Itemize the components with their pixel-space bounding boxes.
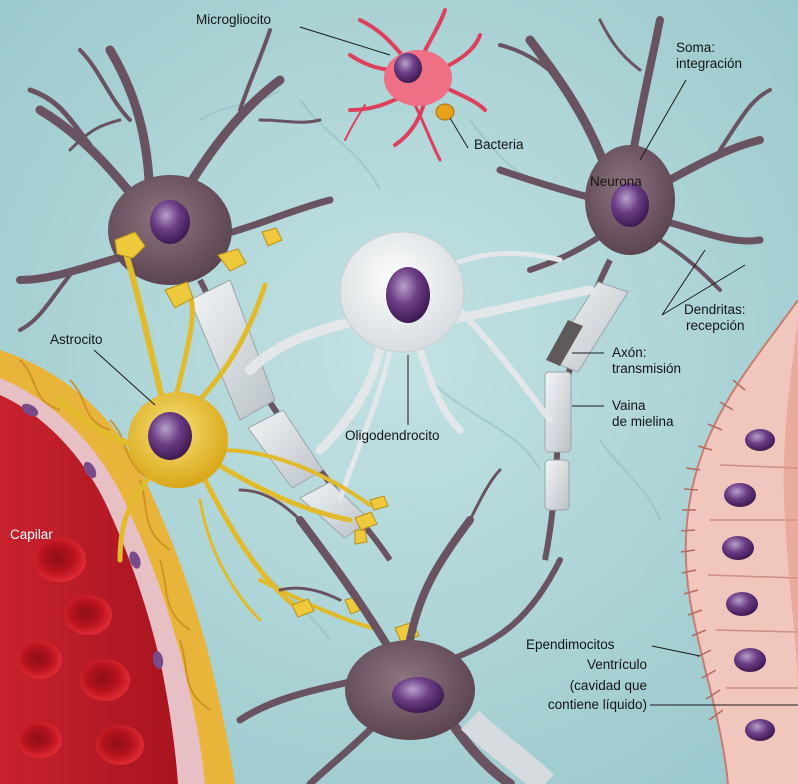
label-bacteria: Bacteria bbox=[474, 137, 524, 153]
bacteria bbox=[436, 104, 454, 120]
red-blood-cell bbox=[64, 595, 112, 635]
oligodendrocyte-nucleus bbox=[386, 267, 430, 323]
red-blood-cell bbox=[18, 722, 62, 758]
label-sheath-line2: de mielina bbox=[612, 414, 674, 430]
label-ventricle-line1: Ventrículo bbox=[560, 657, 647, 673]
label-dendrites-line1: Dendritas: bbox=[684, 302, 746, 318]
red-blood-cell bbox=[96, 725, 144, 765]
red-blood-cell bbox=[34, 538, 86, 582]
label-ventricle-line3: contiene líquido) bbox=[500, 697, 647, 713]
label-ependymal: Ependimocitos bbox=[526, 637, 615, 653]
label-microglia: Microgliocito bbox=[196, 12, 271, 28]
label-dendrites-line2: recepción bbox=[686, 318, 745, 334]
label-axon-line1: Axón: bbox=[612, 345, 647, 361]
label-astrocyte: Astrocito bbox=[50, 332, 103, 348]
astrocyte-nucleus bbox=[148, 412, 192, 460]
red-blood-cell bbox=[80, 659, 130, 701]
neuron-nucleus bbox=[392, 677, 444, 713]
label-oligodendrocyte: Oligodendrocito bbox=[345, 428, 440, 444]
label-ventricle-line2: (cavidad que bbox=[540, 678, 647, 694]
red-blood-cell bbox=[18, 641, 62, 679]
label-axon-line2: transmisión bbox=[612, 361, 681, 377]
microglia-nucleus bbox=[394, 53, 422, 83]
neuron-nucleus bbox=[150, 200, 190, 244]
label-sheath-line1: Vaina bbox=[612, 398, 646, 414]
label-soma-line1: Soma: bbox=[676, 40, 715, 56]
label-neuron: Neurona bbox=[590, 174, 642, 190]
label-capillary: Capilar bbox=[10, 527, 53, 543]
label-soma-line2: integración bbox=[676, 56, 742, 72]
